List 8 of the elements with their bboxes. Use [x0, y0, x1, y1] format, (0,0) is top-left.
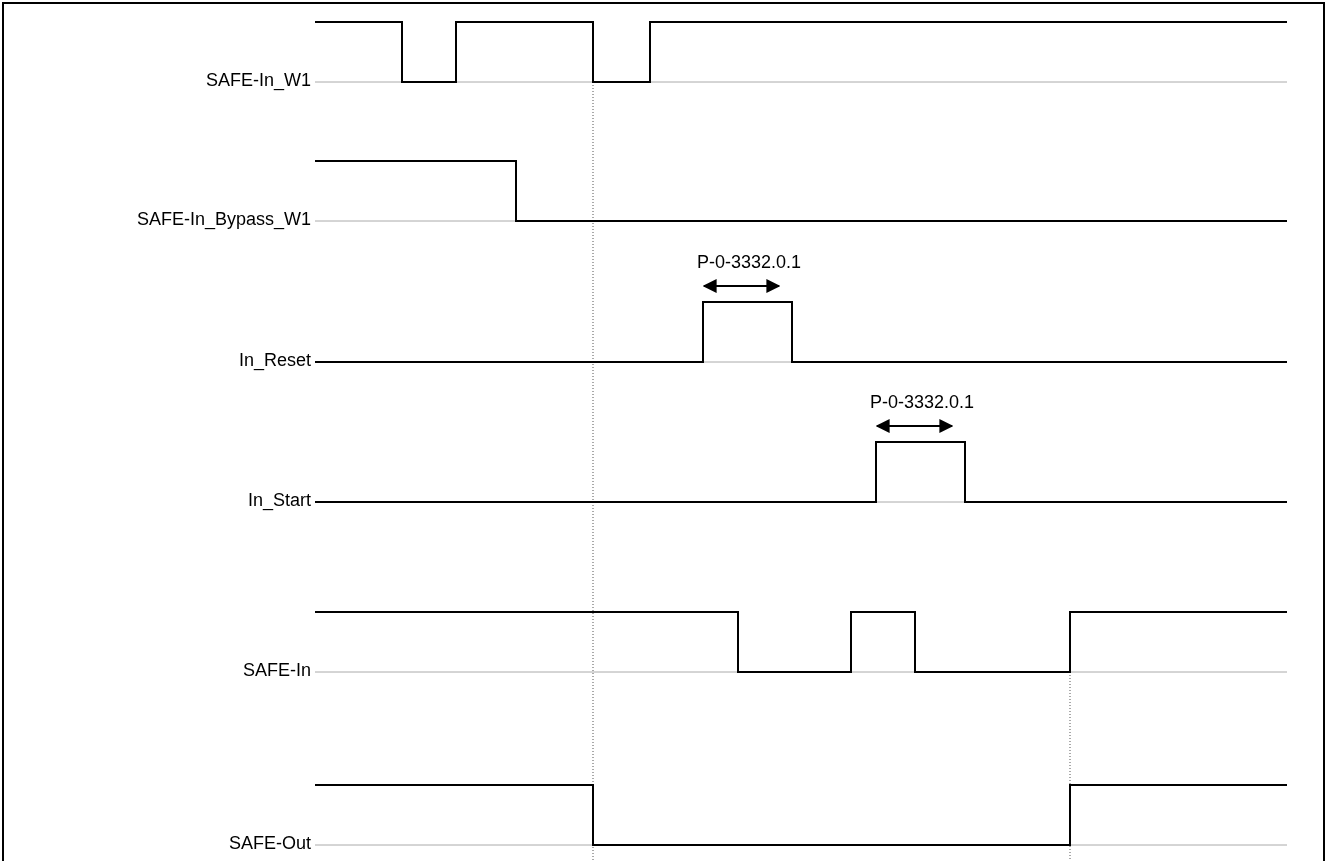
signal-name: SAFE-In_Bypass_W1 — [136, 208, 311, 230]
dimension-label: P-0-3332.0.1 — [870, 391, 975, 413]
signal-name: In_Reset — [238, 349, 311, 371]
dimension-label: P-0-3332.0.1 — [697, 251, 802, 273]
signal-name: SAFE-Out — [228, 832, 311, 854]
signal-name: SAFE-In — [242, 659, 311, 681]
signal-name: In_Start — [247, 489, 311, 511]
signal-name: SAFE-In_W1 — [205, 69, 311, 91]
